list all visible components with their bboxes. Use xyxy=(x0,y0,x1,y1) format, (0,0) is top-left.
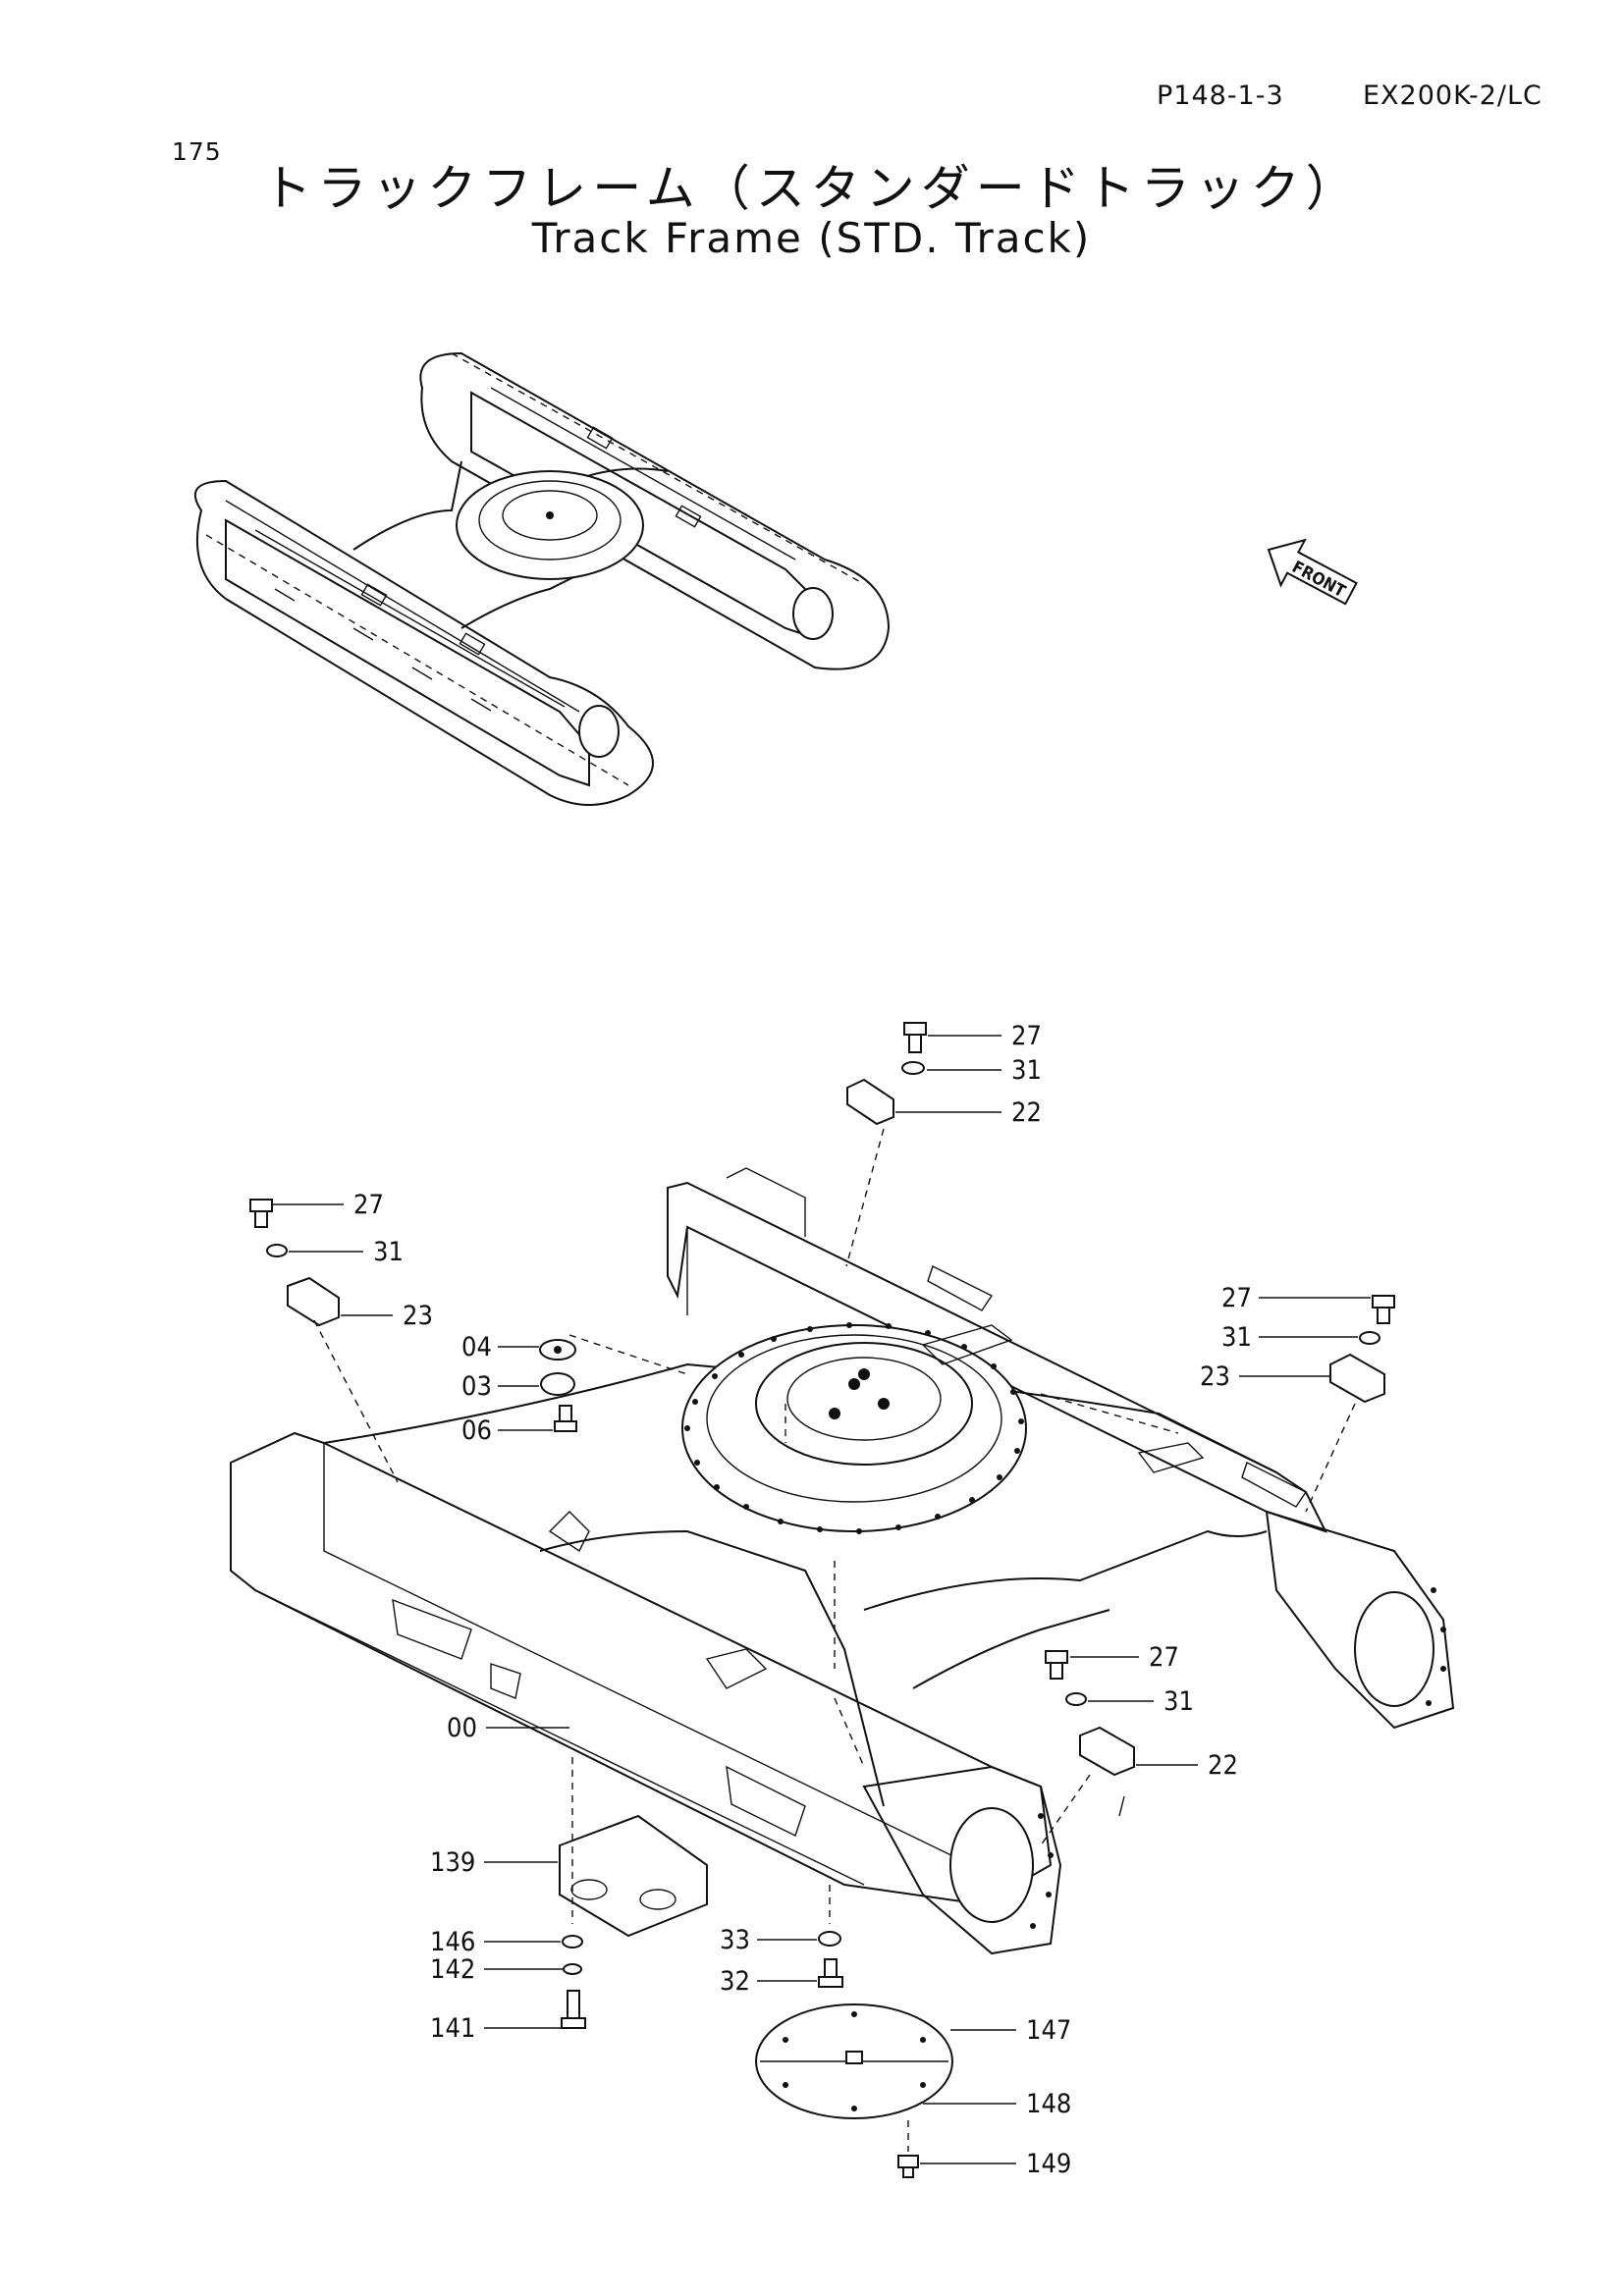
part-washer-31-lower xyxy=(1065,1692,1087,1706)
part-washer-33 xyxy=(818,1931,841,1947)
part-bolt-149 xyxy=(897,2155,919,2178)
part-bolt-27-right xyxy=(1372,1295,1395,1324)
callout-23-left: 23 xyxy=(403,1301,433,1331)
part-bolt-32 xyxy=(818,1958,843,1988)
callout-149: 149 xyxy=(1026,2149,1071,2179)
front-direction-arrow: FRONT xyxy=(1267,538,1358,606)
part-washer-31-left xyxy=(266,1244,288,1257)
callout-03: 03 xyxy=(461,1371,492,1402)
part-bolt-27-left xyxy=(249,1199,273,1228)
part-cover-147 xyxy=(755,2003,953,2119)
callout-31-lower: 31 xyxy=(1163,1686,1194,1717)
part-guard-139 xyxy=(559,1814,708,1938)
page-title-japanese: トラックフレーム（スタンダードトラック） xyxy=(262,160,1361,217)
page-title-english: Track Frame (STD. Track) xyxy=(531,214,1092,262)
part-cover-04 xyxy=(539,1339,576,1361)
page-number: 175 xyxy=(172,137,222,166)
part-plate-23-left xyxy=(287,1276,340,1327)
exploded-track-frame-illustration xyxy=(230,1167,1455,1955)
callout-00: 00 xyxy=(447,1713,477,1743)
overview-track-frame-illustration xyxy=(193,351,891,806)
callout-31-left: 31 xyxy=(373,1237,404,1267)
callout-32: 32 xyxy=(720,1966,750,1997)
callout-139: 139 xyxy=(430,1847,475,1878)
part-plate-22-lower xyxy=(1079,1726,1135,1777)
part-lockwasher-142 xyxy=(563,1963,582,1975)
part-washer-31-right xyxy=(1359,1331,1380,1345)
page-code: P148-1-3 xyxy=(1157,80,1284,111)
callout-06: 06 xyxy=(461,1415,492,1446)
part-washer-31-top xyxy=(901,1061,925,1075)
callout-147: 147 xyxy=(1026,2015,1071,2046)
callout-22-lower: 22 xyxy=(1208,1750,1238,1781)
callout-148: 148 xyxy=(1026,2089,1071,2119)
callout-146: 146 xyxy=(430,1927,475,1957)
callout-31-right: 31 xyxy=(1221,1322,1252,1353)
model-name: EX200K-2/LC xyxy=(1363,80,1542,111)
part-bolt-27-top xyxy=(903,1022,927,1053)
callout-22-top: 22 xyxy=(1011,1097,1042,1128)
callout-27-lower: 27 xyxy=(1149,1642,1179,1673)
callout-142: 142 xyxy=(430,1954,475,1985)
callout-33: 33 xyxy=(720,1925,750,1955)
callout-31-top: 31 xyxy=(1011,1055,1042,1086)
callout-04: 04 xyxy=(461,1332,492,1362)
part-bolt-06 xyxy=(554,1405,577,1432)
part-bolt-27-lower xyxy=(1045,1650,1068,1680)
part-washer-146 xyxy=(562,1935,583,1949)
callout-leaders xyxy=(272,1035,1371,2164)
callout-141: 141 xyxy=(430,2013,475,2044)
part-plate-03 xyxy=(540,1372,575,1396)
callout-27-left: 27 xyxy=(353,1190,384,1220)
callout-27-right: 27 xyxy=(1221,1283,1252,1313)
part-plate-23-right xyxy=(1329,1353,1385,1404)
part-plate-22-top xyxy=(846,1078,894,1126)
part-bolt-141 xyxy=(561,1990,586,2029)
callout-23-right: 23 xyxy=(1200,1362,1230,1392)
callout-27-top: 27 xyxy=(1011,1021,1042,1051)
